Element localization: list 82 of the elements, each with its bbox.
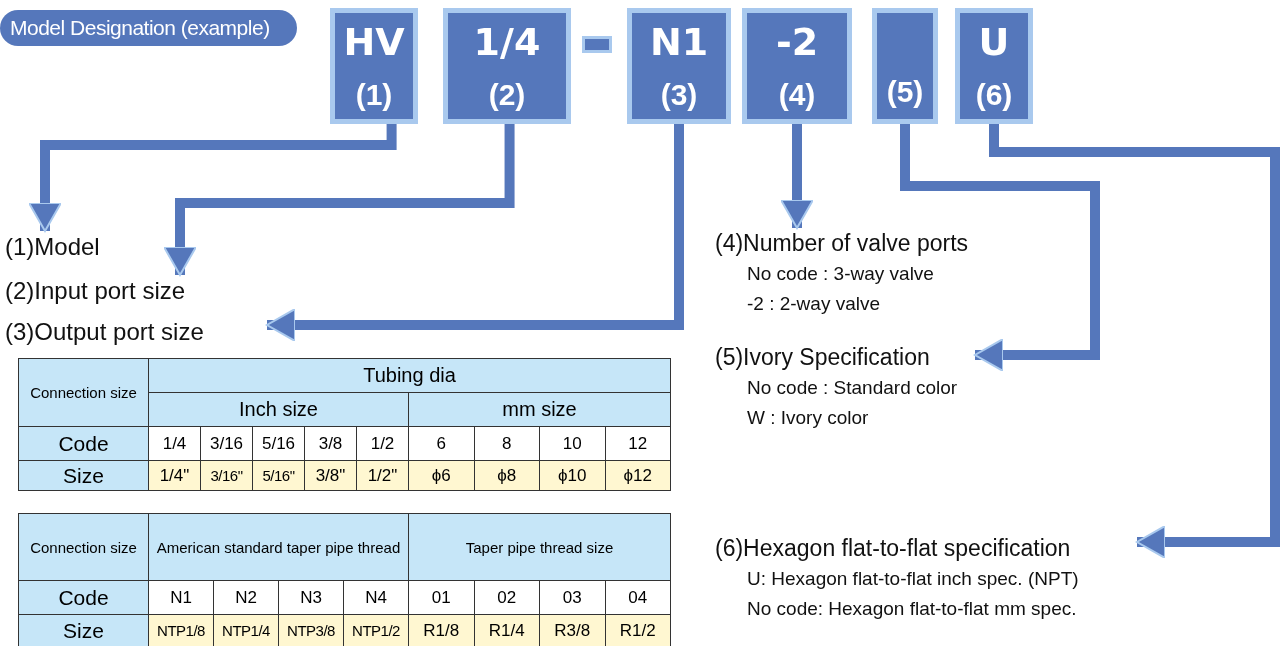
option-text: No code : 3-way valve <box>746 263 935 285</box>
position-number: (1) <box>355 78 393 112</box>
data-cell: R1/4 <box>474 615 540 646</box>
position-number: (3) <box>660 78 698 112</box>
data-cell: N2 <box>214 581 279 615</box>
data-cell: NTP3/8 <box>279 615 344 646</box>
data-cell: NTP1/8 <box>149 615 214 646</box>
header-cell: Tubing dia <box>149 359 671 393</box>
code-text: N1 <box>649 20 709 64</box>
code-box <box>627 8 731 124</box>
data-cell: ϕ12 <box>605 461 671 491</box>
data-cell: 01 <box>409 581 475 615</box>
data-cell: 1/2" <box>357 461 409 491</box>
header-cell: American standard taper pipe thread <box>149 514 409 581</box>
data-cell: N1 <box>149 581 214 615</box>
header-cell: mm size <box>409 393 671 427</box>
data-cell: ϕ6 <box>409 461 475 491</box>
hyphen-box <box>582 36 612 53</box>
arrow <box>266 124 684 342</box>
position-number: (2) <box>488 78 526 112</box>
header-cell: Size <box>19 461 149 491</box>
data-cell: 3/8" <box>305 461 357 491</box>
data-cell: 03 <box>540 581 606 615</box>
header-cell: Connection size <box>19 359 149 427</box>
data-cell: NTP1/4 <box>214 615 279 646</box>
data-cell: 1/4 <box>149 427 201 461</box>
data-cell: 12 <box>605 427 671 461</box>
data-cell: N3 <box>279 581 344 615</box>
data-cell: 1/2 <box>357 427 409 461</box>
code-box <box>330 8 418 124</box>
arrow <box>163 124 515 276</box>
option-text: U: Hexagon flat-to-flat inch spec. (NPT) <box>746 568 1080 590</box>
data-cell: 6 <box>409 427 475 461</box>
data-cell: R1/8 <box>409 615 475 646</box>
data-cell: ϕ10 <box>540 461 606 491</box>
header-cell: Connection size <box>19 514 149 581</box>
code-box <box>443 8 571 124</box>
data-cell: 8 <box>474 427 540 461</box>
option-text: W : Ivory color <box>746 407 870 429</box>
code-box <box>742 8 852 124</box>
item-text: (2)Input port size <box>5 277 245 307</box>
header-cell: Size <box>19 615 149 646</box>
section-heading: (5)Ivory Specification <box>715 344 931 371</box>
header-cell: Code <box>19 581 149 615</box>
header-cell: Taper pipe thread size <box>409 514 671 581</box>
position-number: (5) <box>886 75 924 109</box>
item-text: (3)Output port size <box>5 318 265 348</box>
data-cell: 3/8 <box>305 427 357 461</box>
data-cell: 04 <box>605 581 671 615</box>
header-cell: Code <box>19 427 149 461</box>
data-cell: 5/16 <box>253 427 305 461</box>
data-cell: 3/16" <box>201 461 253 491</box>
data-cell: 10 <box>540 427 606 461</box>
option-text: No code: Hexagon flat-to-flat mm spec. <box>746 598 1078 620</box>
data-cell: R3/8 <box>540 615 606 646</box>
section-heading: (4)Number of valve ports <box>715 230 970 257</box>
header-cell: Inch size <box>149 393 409 427</box>
code-text: U <box>978 20 1010 64</box>
code-box <box>955 8 1033 124</box>
data-cell: R1/2 <box>605 615 671 646</box>
data-cell: NTP1/2 <box>344 615 409 646</box>
option-text: No code : Standard color <box>746 377 959 399</box>
code-text: HV <box>343 20 405 64</box>
position-number: (6) <box>975 78 1013 112</box>
section-heading: (6)Hexagon flat-to-flat specification <box>715 535 1072 562</box>
arrow <box>989 124 1280 559</box>
item-text: (1)Model <box>5 233 205 263</box>
arrow <box>780 124 814 229</box>
data-cell: ϕ8 <box>474 461 540 491</box>
position-number: (4) <box>778 78 816 112</box>
code-text: 1/4 <box>473 20 541 64</box>
heading-banner: Model Designation (example) <box>0 10 297 46</box>
data-cell: 5/16" <box>253 461 305 491</box>
arrow <box>900 124 1100 372</box>
code-text: -2 <box>775 20 819 64</box>
arrow <box>28 124 397 232</box>
data-cell: N4 <box>344 581 409 615</box>
code-box <box>872 8 938 124</box>
option-text: -2 : 2-way valve <box>746 293 882 315</box>
data-cell: 1/4" <box>149 461 201 491</box>
data-cell: 02 <box>474 581 540 615</box>
data-cell: 3/16 <box>201 427 253 461</box>
